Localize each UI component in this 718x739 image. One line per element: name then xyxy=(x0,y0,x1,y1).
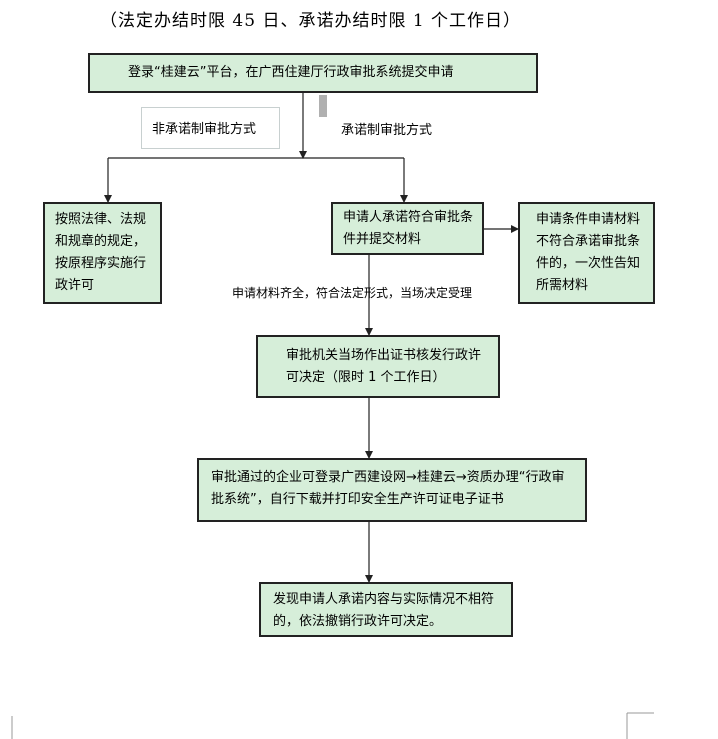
corner-mark-right xyxy=(626,712,654,739)
login-box: 登录“桂建云”平台，在广西住建厅行政审批系统提交申请 xyxy=(88,53,538,93)
not-qualified-box: 申请条件申请材料不符合承诺审批条件的，一次性告知所需材料 xyxy=(518,202,655,304)
revoke-box: 发现申请人承诺内容与实际情况不相符的，依法撤销行政许可决定。 xyxy=(259,582,513,637)
download-cert-box: 审批通过的企业可登录广西建设网→桂建云→资质办理“行政审批系统”，自行下载并打印… xyxy=(197,458,587,522)
on-site-decision-box: 审批机关当场作出证书核发行政许可决定（限时 1 个工作日） xyxy=(256,335,500,398)
login-text: 登录“桂建云”平台，在广西住建厅行政审批系统提交申请 xyxy=(128,65,454,80)
non-commit-method-box: 非承诺制审批方式 xyxy=(141,107,280,149)
non-commit-method-label: 非承诺制审批方式 xyxy=(152,122,257,137)
download-cert-text: 审批通过的企业可登录广西建设网→桂建云→资质办理“行政审批系统”，自行下载并打印… xyxy=(211,470,565,507)
applicant-commit-box: 申请人承诺符合审批条件并提交材料 xyxy=(331,202,484,255)
legal-approval-text: 按照法律、法规和规章的规定，按原程序实施行政许可 xyxy=(55,212,147,293)
materials-complete-note: 申请材料齐全，符合法定形式，当场决定受理 xyxy=(232,286,473,300)
revoke-text: 发现申请人承诺内容与实际情况不相符的，依法撤销行政许可决定。 xyxy=(273,592,495,629)
page-title: （法定办结时限 45 日、承诺办结时限 1 个工作日） xyxy=(100,11,522,31)
commit-method-label: 承诺制审批方式 xyxy=(341,123,433,138)
corner-mark-left xyxy=(11,716,13,739)
not-qualified-text: 申请条件申请材料不符合承诺审批条件的，一次性告知所需材料 xyxy=(536,212,641,293)
on-site-decision-text: 审批机关当场作出证书核发行政许可决定（限时 1 个工作日） xyxy=(286,348,482,385)
gray-marker xyxy=(319,95,327,117)
applicant-commit-text: 申请人承诺符合审批条件并提交材料 xyxy=(343,210,474,247)
legal-approval-box: 按照法律、法规和规章的规定，按原程序实施行政许可 xyxy=(43,202,162,304)
